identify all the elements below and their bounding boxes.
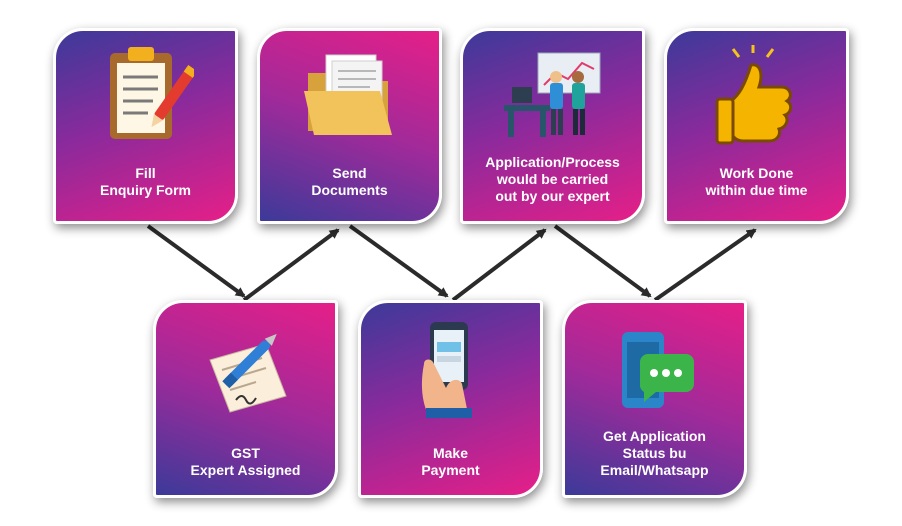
step-label: GST Expert Assigned: [190, 445, 301, 478]
signing-document-icon: [156, 309, 335, 427]
step-card-application-process: Application/Process would be carried out…: [460, 28, 645, 224]
arrow-status-to-done: [653, 228, 757, 302]
thumbs-up-icon: [667, 39, 846, 151]
phone-chat-icon: [565, 309, 744, 427]
step-card-work-done: Work Done within due time: [664, 28, 849, 224]
step-card-gst-expert: GST Expert Assigned: [153, 300, 338, 498]
step-label: Get Application Status bu Email/Whatsapp: [600, 428, 709, 478]
step-label: Work Done within due time: [705, 165, 808, 198]
arrow-fill-to-gst: [146, 224, 246, 298]
arrow-application-to-status: [553, 224, 652, 298]
step-label: Fill Enquiry Form: [99, 165, 191, 198]
arrow-gst-to-send: [242, 228, 340, 302]
folder-documents-icon: [260, 39, 439, 151]
step-card-make-payment: Make Payment: [358, 300, 543, 498]
arrow-send-to-payment: [348, 224, 449, 298]
step-card-send-documents: Send Documents: [257, 28, 442, 224]
step-card-fill-enquiry: Fill Enquiry Form: [53, 28, 238, 224]
phone-payment-icon: [361, 309, 540, 427]
step-label: Make Payment: [421, 445, 480, 478]
clipboard-form-icon: [56, 39, 235, 151]
step-label: Application/Process would be carried out…: [485, 154, 620, 204]
step-label: Send Documents: [311, 165, 388, 198]
expert-presentation-icon: [463, 39, 642, 151]
arrow-payment-to-application: [451, 228, 547, 302]
step-card-application-status: Get Application Status bu Email/Whatsapp: [562, 300, 747, 498]
